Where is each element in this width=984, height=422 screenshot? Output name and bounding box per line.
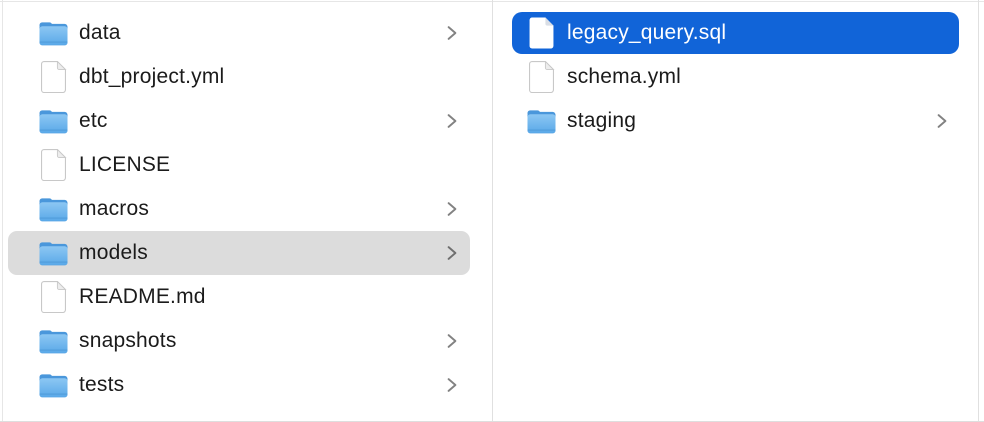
folder-row[interactable]: snapshots	[2, 319, 492, 363]
file-row[interactable]: README.md	[2, 275, 492, 319]
folder-row[interactable]: etc	[2, 99, 492, 143]
folder-icon	[37, 106, 70, 136]
item-label: schema.yml	[567, 65, 682, 88]
chevron-right-icon	[446, 333, 458, 350]
document-icon	[37, 281, 70, 313]
chevron-right-icon	[446, 245, 458, 262]
chevron-right-icon	[446, 201, 458, 218]
item-label: etc	[79, 109, 108, 132]
item-label: LICENSE	[79, 153, 171, 176]
finder-column-current: legacy_query.sql schema.yml staging	[493, 2, 978, 421]
folder-row[interactable]: tests	[2, 363, 492, 407]
folder-row[interactable]: data	[2, 11, 492, 55]
folder-icon	[525, 106, 558, 136]
folder-icon	[37, 370, 70, 400]
folder-row[interactable]: macros	[2, 187, 492, 231]
document-icon	[525, 17, 558, 49]
document-icon	[37, 149, 70, 181]
item-label: dbt_project.yml	[79, 65, 225, 88]
document-icon	[37, 61, 70, 93]
item-label: models	[79, 241, 148, 264]
file-row[interactable]: dbt_project.yml	[2, 55, 492, 99]
finder-column-parent: data dbt_project.yml etc LICENSE	[2, 2, 492, 421]
item-label: staging	[567, 109, 637, 132]
file-row[interactable]: legacy_query.sql	[512, 12, 959, 54]
item-label: README.md	[79, 285, 206, 308]
folder-icon	[37, 238, 70, 268]
file-row[interactable]: schema.yml	[493, 55, 978, 99]
item-label: macros	[79, 197, 150, 220]
item-label: snapshots	[79, 329, 177, 352]
chevron-right-icon	[446, 377, 458, 394]
chevron-right-icon	[446, 25, 458, 42]
folder-row[interactable]: models	[8, 231, 470, 275]
chevron-right-icon	[936, 113, 948, 130]
chevron-right-icon	[446, 113, 458, 130]
item-label: tests	[79, 373, 125, 396]
column-divider[interactable]	[978, 0, 979, 422]
folder-row[interactable]: staging	[493, 99, 978, 143]
item-label: data	[79, 21, 121, 44]
folder-icon	[37, 326, 70, 356]
document-icon	[525, 61, 558, 93]
folder-icon	[37, 194, 70, 224]
column-divider[interactable]	[492, 0, 493, 422]
folder-icon	[37, 18, 70, 48]
file-row[interactable]: LICENSE	[2, 143, 492, 187]
pane-border-left	[2, 0, 3, 422]
item-label: legacy_query.sql	[567, 21, 727, 44]
